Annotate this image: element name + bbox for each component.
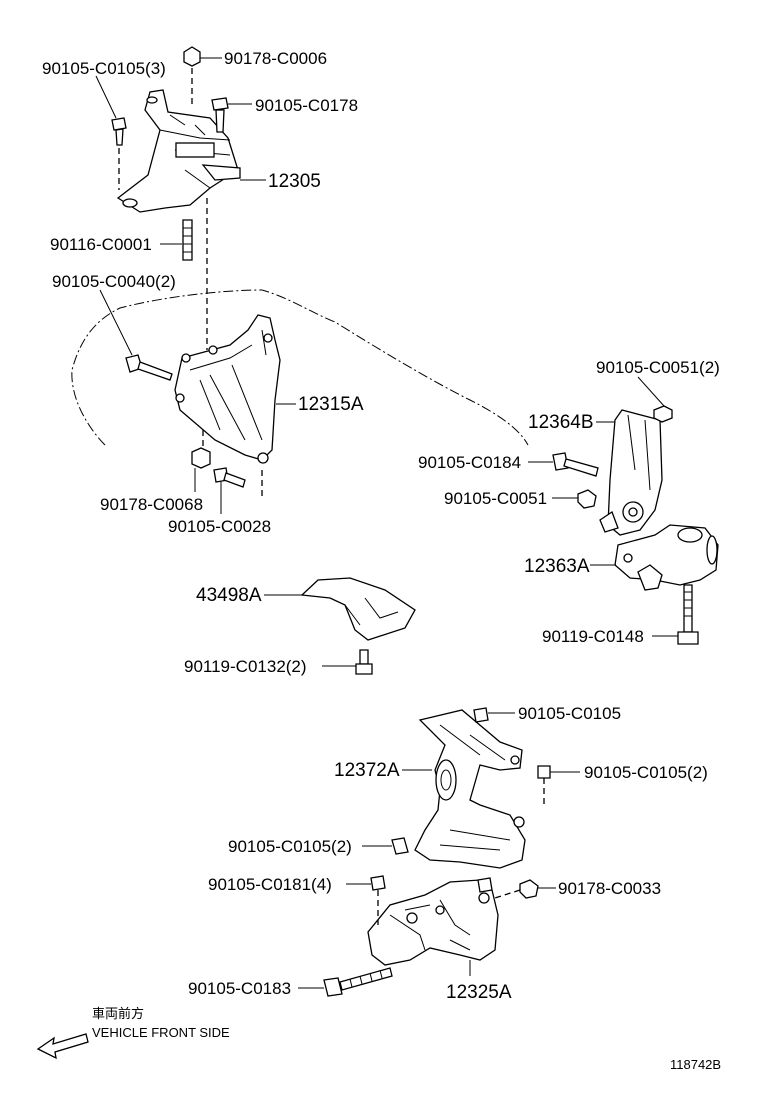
part-label: 43498A [196, 585, 262, 606]
leader-line [637, 376, 665, 407]
bolt-90105-C0051-a [653, 405, 673, 423]
part-label: 90105-C0040(2) [52, 272, 176, 291]
diagram-id: 118742B [670, 1057, 721, 1072]
part-label: 12305 [268, 171, 321, 192]
bracket-12372A [414, 709, 526, 869]
bolt-90105-C0105-d [391, 837, 409, 855]
engine-outline [71, 289, 529, 446]
nut-90178-C0033 [519, 879, 539, 899]
part-label: 90178-C0006 [224, 49, 327, 68]
part-label: 90105-C0184 [418, 453, 521, 472]
nut-90178-C0006 [183, 46, 201, 67]
bolt-90105-C0181 [370, 875, 386, 891]
bracket-12364B [599, 409, 663, 536]
part-label: 90178-C0068 [100, 495, 203, 514]
bolt-90119-C0148 [677, 584, 699, 645]
part-label: 90105-C0051(2) [596, 358, 720, 377]
part-label: 90119-C0132(2) [184, 657, 307, 676]
bolt-90105-C0183 [323, 967, 393, 997]
part-label: 90105-C0105 [518, 704, 621, 723]
part-label: 90105-C0105(2) [584, 763, 708, 782]
leader-line [99, 289, 133, 356]
part-label: 90105-C0051 [444, 489, 547, 508]
leader-line [95, 75, 117, 119]
front-note-jp: 車両前方 [92, 1006, 144, 1021]
part-label: 90105-C0105(3) [42, 59, 166, 78]
part-label: 12363A [524, 556, 590, 577]
assembly-line [494, 889, 521, 899]
part-label: 12372A [334, 760, 400, 781]
part-label: 12325A [446, 982, 512, 1003]
bolt-90119-C0132 [355, 649, 373, 675]
part-label: 90119-C0148 [542, 627, 644, 646]
front-arrow-icon [36, 1033, 89, 1060]
part-label: 90105-C0181(4) [208, 875, 332, 894]
bolt-90105-C0028 [213, 467, 246, 488]
mount-12325A [367, 877, 499, 966]
bolt-90105-C0178 [211, 97, 229, 133]
part-label: 90116-C0001 [50, 235, 152, 254]
bolt-90105-C0184 [552, 452, 599, 477]
stud-90116-C0001 [182, 219, 193, 261]
part-label: 12315A [298, 394, 364, 415]
part-label: 90105-C0183 [188, 979, 291, 998]
bolt-90105-C0040 [125, 354, 173, 381]
front-note-en: VEHICLE FRONT SIDE [92, 1025, 230, 1040]
part-label: 90105-C0105(2) [228, 837, 352, 856]
bolt-90105-C0051-b [577, 489, 597, 509]
part-label: 90178-C0033 [558, 879, 661, 898]
bolt-90105-C0105-b [473, 707, 489, 723]
bolt-90105-C0105-c [537, 765, 551, 779]
bracket-12315A [174, 314, 281, 464]
part-label: 90105-C0178 [255, 96, 358, 115]
nut-90178-C0068 [191, 447, 211, 469]
cover-43498A [300, 577, 416, 641]
part-label: 90105-C0028 [168, 517, 271, 536]
part-label: 12364B [528, 412, 594, 433]
bolt-90105-C0105-a [111, 117, 127, 146]
engine-mount-12305 [116, 89, 241, 213]
mount-12363A [614, 524, 719, 591]
